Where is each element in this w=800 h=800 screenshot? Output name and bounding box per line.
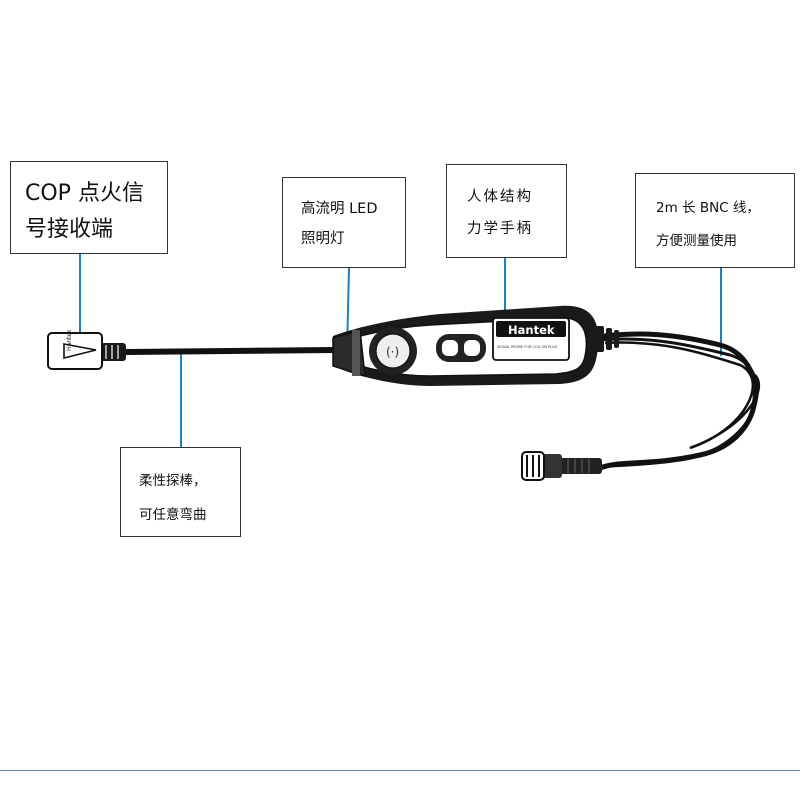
bnc-cable	[584, 331, 761, 471]
probe-handle: (·) Hantek SIGNAL PROBE FOR COIL ON PLUG	[332, 305, 619, 386]
svg-text:(·): (·)	[386, 345, 399, 359]
callout-cop-line1: COP 点火信	[25, 181, 144, 206]
callout-bnc-line1: 2m 长 BNC 线，	[656, 200, 760, 216]
cop-receiver-tip: Hantek	[47, 329, 103, 370]
callout-probe-line2: 可任意弯曲	[139, 507, 207, 523]
callout-handle-line2: 力学手柄	[467, 221, 533, 237]
bottom-divider	[0, 770, 800, 771]
tip-brand-label: Hantek	[66, 329, 73, 351]
callout-cop-receiver: COP 点火信 号接收端	[10, 161, 168, 254]
callout-handle-line1: 人体结构	[467, 189, 533, 205]
handle-brand-text: Hantek	[508, 323, 555, 337]
callout-probe-line1: 柔性探棒，	[139, 473, 207, 489]
callout-led: 高流明 LED 照明灯	[282, 177, 406, 268]
callout-flexible-probe: 柔性探棒， 可任意弯曲	[120, 447, 241, 537]
callout-led-line2: 照明灯	[301, 231, 345, 247]
handle-model-text: SIGNAL PROBE FOR COIL ON PLUG	[497, 345, 558, 349]
flexible-probe	[100, 343, 336, 361]
callout-led-line1: 高流明 LED	[301, 201, 378, 217]
led-lamp	[332, 329, 366, 378]
callout-bnc-line2: 方便测量使用	[656, 233, 737, 249]
bnc-connector	[521, 451, 602, 481]
callout-bnc-cable: 2m 长 BNC 线， 方便测量使用	[635, 173, 795, 268]
callout-cop-line2: 号接收端	[25, 217, 114, 242]
callout-handle: 人体结构 力学手柄	[446, 164, 567, 258]
